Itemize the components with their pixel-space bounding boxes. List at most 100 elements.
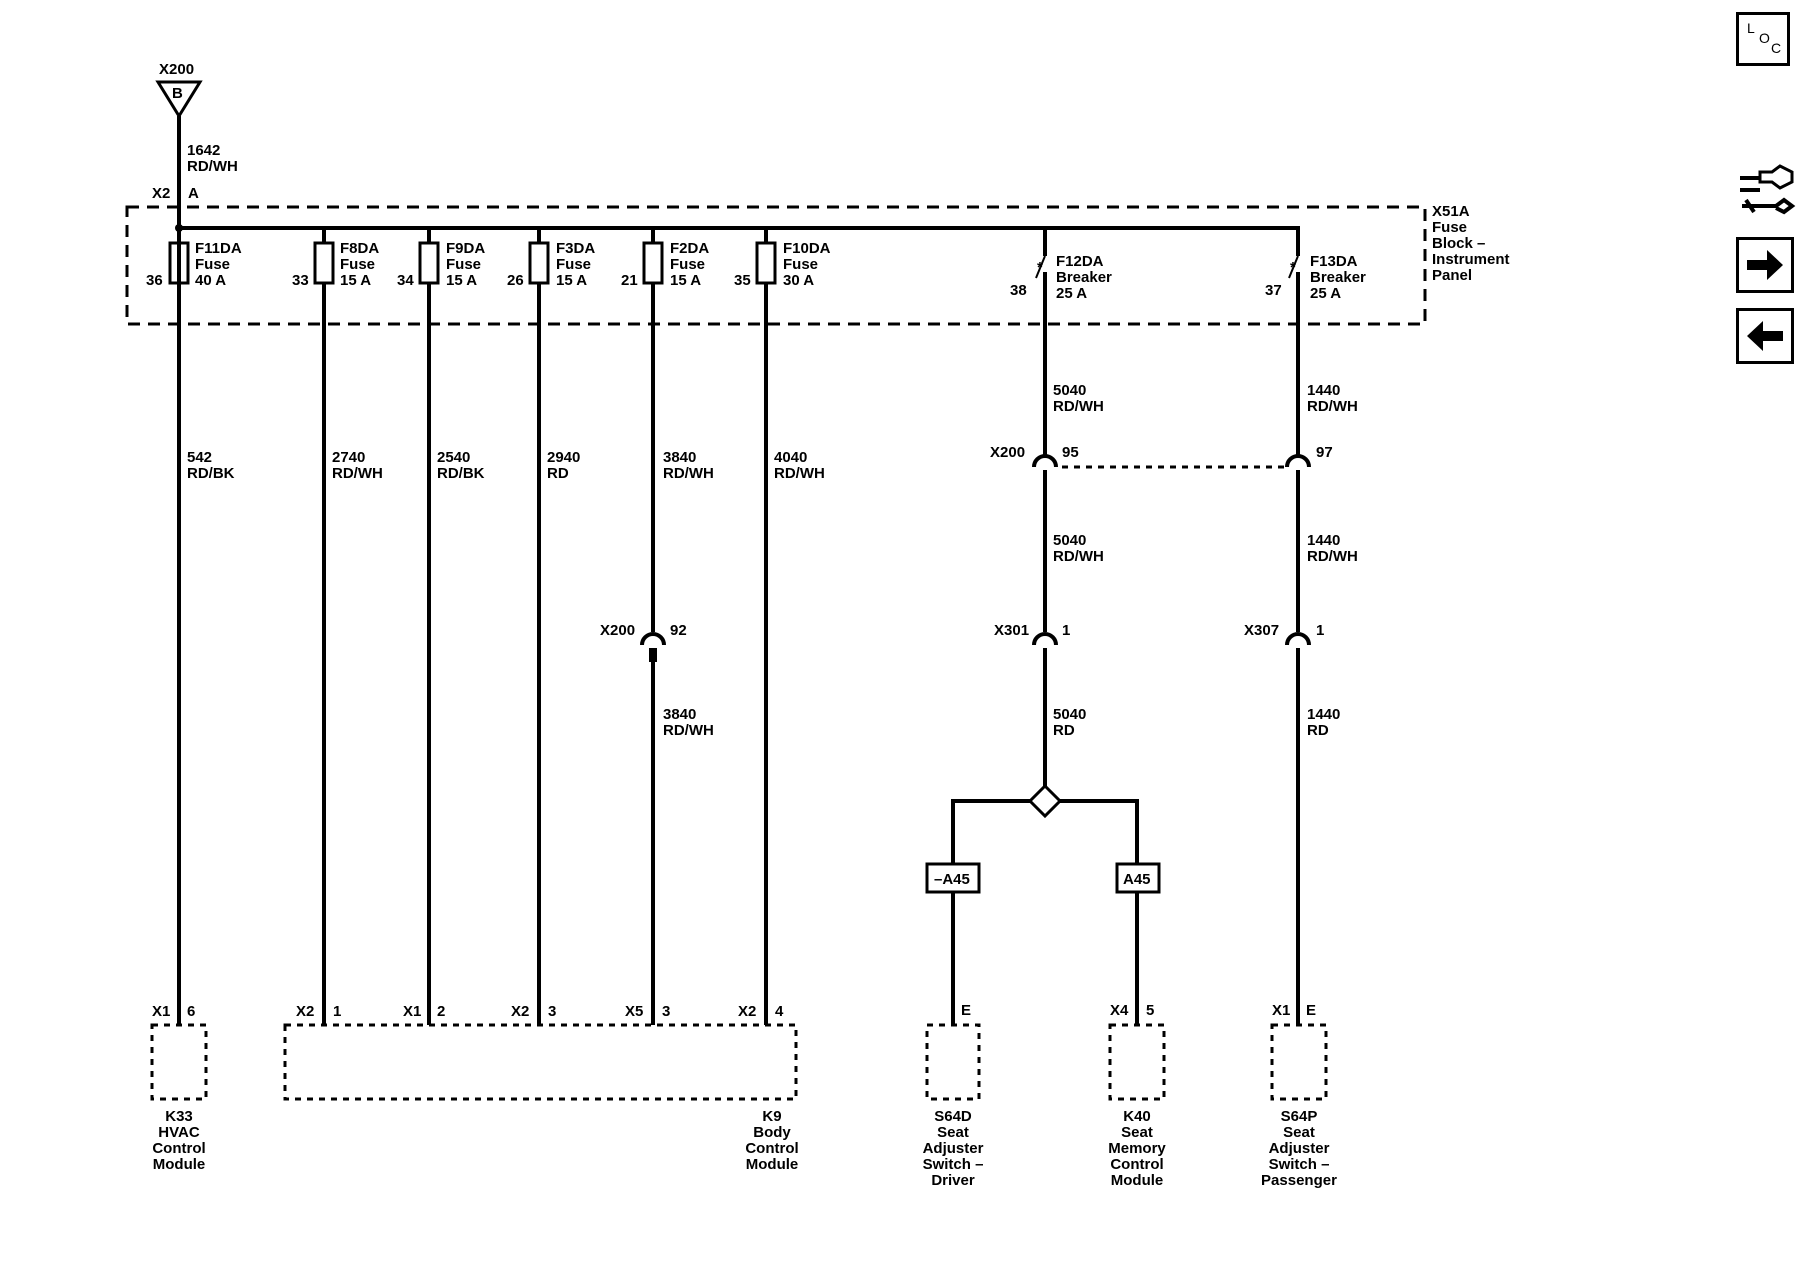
svg-text:K9: K9 bbox=[762, 1108, 781, 1125]
svg-text:Module: Module bbox=[153, 1156, 206, 1173]
source-a-label: A bbox=[188, 185, 199, 202]
svg-text:Passenger: Passenger bbox=[1261, 1172, 1337, 1189]
breaker-f12da: * F12DA Breaker 25 A 38 5040 RD/WH X200 … bbox=[990, 228, 1112, 786]
previous-page-button[interactable] bbox=[1736, 308, 1794, 364]
arrow-left-icon bbox=[1747, 321, 1783, 351]
svg-text:5040: 5040 bbox=[1053, 382, 1086, 399]
svg-text:Fuse: Fuse bbox=[1432, 219, 1467, 236]
svg-text:Instrument: Instrument bbox=[1432, 251, 1510, 268]
svg-text:1: 1 bbox=[333, 1003, 341, 1020]
svg-text:15 A: 15 A bbox=[556, 272, 587, 289]
svg-text:RD: RD bbox=[547, 465, 569, 482]
svg-text:F8DA: F8DA bbox=[340, 240, 379, 257]
svg-text:X1: X1 bbox=[1272, 1002, 1290, 1019]
label-k40: K40 Seat Memory Control Module bbox=[1108, 1108, 1166, 1189]
svg-text:95: 95 bbox=[1062, 444, 1079, 461]
svg-text:25 A: 25 A bbox=[1310, 285, 1341, 302]
svg-text:F13DA: F13DA bbox=[1310, 253, 1358, 270]
svg-text:X1: X1 bbox=[403, 1003, 421, 1020]
source-terminal-symbol bbox=[155, 80, 203, 119]
svg-text:C: C bbox=[1771, 40, 1781, 56]
svg-text:97: 97 bbox=[1316, 444, 1333, 461]
svg-text:A45: A45 bbox=[1123, 871, 1151, 888]
svg-text:3: 3 bbox=[662, 1003, 670, 1020]
source-x2-label: X2 bbox=[152, 185, 170, 202]
component-s64d bbox=[925, 1023, 981, 1101]
component-k33 bbox=[150, 1023, 208, 1101]
svg-text:RD/BK: RD/BK bbox=[437, 465, 485, 482]
svg-text:X51A: X51A bbox=[1432, 203, 1470, 220]
component-k40 bbox=[1108, 1023, 1166, 1101]
svg-text:RD/WH: RD/WH bbox=[663, 465, 714, 482]
svg-text:RD/WH: RD/WH bbox=[663, 722, 714, 739]
svg-text:Fuse: Fuse bbox=[195, 256, 230, 273]
svg-text:Control: Control bbox=[745, 1140, 798, 1157]
svg-text:3: 3 bbox=[548, 1003, 556, 1020]
fuse-f3da: F3DA Fuse 15 A 26 2940 RD X2 3 bbox=[507, 228, 595, 1025]
svg-text:34: 34 bbox=[397, 272, 414, 289]
svg-text:2740: 2740 bbox=[332, 449, 365, 466]
fuse-f11da: F11DA Fuse 40 A 36 542 RD/BK X1 6 bbox=[146, 230, 242, 1025]
svg-text:Module: Module bbox=[746, 1156, 799, 1173]
source-wire-number: 1642 bbox=[187, 142, 220, 159]
loc-icon: L O C bbox=[1747, 20, 1781, 56]
svg-text:RD/WH: RD/WH bbox=[774, 465, 825, 482]
svg-text:6: 6 bbox=[187, 1003, 195, 1020]
svg-text:Block –: Block – bbox=[1432, 235, 1485, 252]
svg-text:36: 36 bbox=[146, 272, 163, 289]
svg-text:92: 92 bbox=[670, 622, 687, 639]
svg-text:K40: K40 bbox=[1123, 1108, 1151, 1125]
svg-text:Memory: Memory bbox=[1108, 1140, 1166, 1157]
svg-text:Switch –: Switch – bbox=[1269, 1156, 1330, 1173]
svg-text:RD/WH: RD/WH bbox=[332, 465, 383, 482]
svg-text:X200: X200 bbox=[600, 622, 635, 639]
svg-text:S64D: S64D bbox=[934, 1108, 972, 1125]
svg-text:F3DA: F3DA bbox=[556, 240, 595, 257]
svg-text:K33: K33 bbox=[165, 1108, 193, 1125]
component-s64p bbox=[1270, 1023, 1328, 1101]
svg-text:35: 35 bbox=[734, 272, 751, 289]
svg-text:Seat: Seat bbox=[1283, 1124, 1315, 1141]
svg-text:15 A: 15 A bbox=[340, 272, 371, 289]
connector-tool-button[interactable] bbox=[1736, 160, 1796, 220]
svg-text:RD/WH: RD/WH bbox=[1307, 548, 1358, 565]
svg-text:4: 4 bbox=[775, 1003, 784, 1020]
next-page-button[interactable] bbox=[1736, 237, 1794, 293]
svg-text:Driver: Driver bbox=[931, 1172, 975, 1189]
fuse-f8da: F8DA Fuse 15 A 33 2740 RD/WH X2 1 bbox=[292, 228, 383, 1025]
fuse-f10da: F10DA Fuse 30 A 35 4040 RD/WH X2 4 bbox=[734, 228, 831, 1025]
source-wire-color: RD/WH bbox=[187, 158, 238, 175]
svg-text:RD/WH: RD/WH bbox=[1307, 398, 1358, 415]
svg-text:Module: Module bbox=[1111, 1172, 1164, 1189]
svg-text:Fuse: Fuse bbox=[556, 256, 591, 273]
connector-wrench-icon bbox=[1740, 164, 1796, 215]
option-box-left bbox=[925, 862, 981, 894]
svg-text:HVAC: HVAC bbox=[158, 1124, 200, 1141]
component-k9 bbox=[283, 1023, 798, 1101]
source-connector-label: X200 bbox=[159, 61, 194, 78]
svg-text:Breaker: Breaker bbox=[1310, 269, 1366, 286]
splice-branch: –A45 A45 E X4 5 bbox=[925, 783, 1161, 1025]
svg-text:2940: 2940 bbox=[547, 449, 580, 466]
svg-text:Fuse: Fuse bbox=[783, 256, 818, 273]
breaker-f13da: * F13DA Breaker 25 A 37 1440 RD/WH 97 14… bbox=[1244, 228, 1366, 1025]
svg-text:X1: X1 bbox=[152, 1003, 170, 1020]
svg-text:Fuse: Fuse bbox=[446, 256, 481, 273]
svg-text:F2DA: F2DA bbox=[670, 240, 709, 257]
loc-button[interactable]: L O C bbox=[1736, 12, 1790, 66]
svg-text:542: 542 bbox=[187, 449, 212, 466]
svg-text:RD: RD bbox=[1053, 722, 1075, 739]
svg-text:Seat: Seat bbox=[1121, 1124, 1153, 1141]
svg-text:X4: X4 bbox=[1110, 1002, 1129, 1019]
svg-text:F12DA: F12DA bbox=[1056, 253, 1104, 270]
svg-text:5040: 5040 bbox=[1053, 706, 1086, 723]
svg-text:Adjuster: Adjuster bbox=[923, 1140, 984, 1157]
svg-text:15 A: 15 A bbox=[670, 272, 701, 289]
svg-text:F10DA: F10DA bbox=[783, 240, 831, 257]
svg-text:38: 38 bbox=[1010, 282, 1027, 299]
svg-text:RD: RD bbox=[1307, 722, 1329, 739]
svg-text:Body: Body bbox=[753, 1124, 791, 1141]
option-box-right bbox=[1115, 862, 1161, 894]
svg-text:15 A: 15 A bbox=[446, 272, 477, 289]
label-s64d: S64D Seat Adjuster Switch – Driver bbox=[923, 1108, 984, 1189]
